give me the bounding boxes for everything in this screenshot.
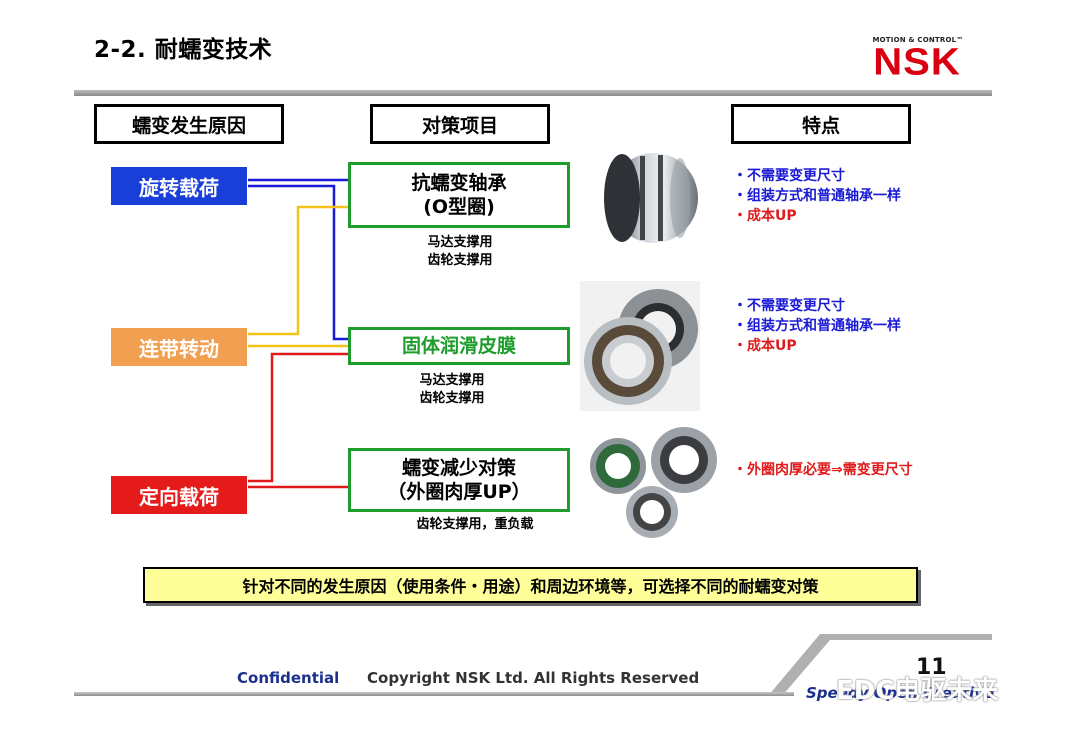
feature-item: ・组装方式和普通轴承一样 bbox=[733, 318, 901, 334]
measure-usage: 马达支撑用 齿轮支撑用 bbox=[402, 372, 502, 408]
feature-item: ・组装方式和普通轴承一样 bbox=[733, 188, 901, 204]
nsk-logo: NSK bbox=[873, 41, 961, 83]
bearing-coated-image bbox=[580, 281, 700, 411]
feature-item: ・不需要变更尺寸 bbox=[733, 168, 845, 184]
footer-slogan: Speedy Open Creative bbox=[806, 684, 995, 702]
feature-list-1: ・不需要变更尺寸 ・组装方式和普通轴承一样 ・成本UP bbox=[733, 166, 901, 226]
footer-divider bbox=[74, 692, 794, 696]
cause-rotating-load: 旋转载荷 bbox=[111, 167, 247, 205]
bearing-thick-ring-image bbox=[590, 427, 717, 538]
feature-list-2: ・不需要变更尺寸 ・组装方式和普通轴承一样 ・成本UP bbox=[733, 296, 901, 356]
usage-item: 马达支撑用 bbox=[419, 373, 485, 388]
page-title: 2-2. 耐蠕变技术 bbox=[94, 37, 273, 63]
header-cause: 蠕变发生原因 bbox=[94, 104, 284, 144]
bearing-oring-image bbox=[604, 153, 698, 243]
connector-yellow-top bbox=[248, 205, 350, 336]
footer-copyright: Copyright NSK Ltd. All Rights Reserved bbox=[367, 669, 700, 687]
summary-box: 针对不同的发生原因（使用条件・用途）和周边环境等，可选择不同的耐蠕变对策 bbox=[143, 567, 918, 603]
header-measure: 对策项目 bbox=[370, 104, 550, 144]
measure-line2: （外圈肉厚UP） bbox=[387, 481, 531, 503]
measure-usage: 齿轮支撑用，重负载 bbox=[390, 516, 560, 534]
measure-solid-lubricant-film: 固体润滑皮膜 bbox=[348, 327, 570, 365]
measure-line1: 抗蠕变轴承 bbox=[411, 172, 507, 194]
connector-blue-mid bbox=[248, 184, 350, 341]
measure-line2: (O型圈) bbox=[423, 196, 495, 218]
feature-list-3: ・外圈肉厚必要⇒需变更尺寸 bbox=[733, 460, 913, 480]
measure-anti-creep-bearing: 抗蠕变轴承 (O型圈) bbox=[348, 162, 570, 228]
measure-line1: 蠕变减少对策 bbox=[401, 457, 516, 479]
usage-item: 齿轮支撑用 bbox=[427, 253, 493, 268]
cause-corotation: 连带转动 bbox=[111, 328, 247, 366]
header-divider bbox=[74, 90, 992, 96]
usage-item: 齿轮支撑用 bbox=[419, 391, 485, 406]
footer-confidential: Confidential bbox=[237, 669, 340, 687]
watermark: EDC电驱未来 bbox=[836, 676, 999, 706]
measure-creep-reduction: 蠕变减少对策 （外圈肉厚UP） bbox=[348, 448, 570, 512]
usage-item: 齿轮支撑用，重负载 bbox=[416, 517, 534, 532]
cause-directional-load: 定向载荷 bbox=[111, 476, 247, 514]
connector-red-mid bbox=[248, 352, 350, 483]
logo-tagline: MOTION & CONTROL™ bbox=[872, 36, 964, 44]
page-number: 11 bbox=[916, 655, 947, 680]
measure-usage: 马达支撑用 齿轮支撑用 bbox=[410, 234, 510, 270]
feature-item: ・不需要变更尺寸 bbox=[733, 298, 845, 314]
feature-item: ・外圈肉厚必要⇒需变更尺寸 bbox=[733, 462, 913, 478]
feature-item: ・成本UP bbox=[733, 208, 797, 224]
usage-item: 马达支撑用 bbox=[427, 235, 493, 250]
measure-line1: 固体润滑皮膜 bbox=[401, 335, 516, 357]
header-feature: 特点 bbox=[731, 104, 911, 144]
feature-item: ・成本UP bbox=[733, 338, 797, 354]
